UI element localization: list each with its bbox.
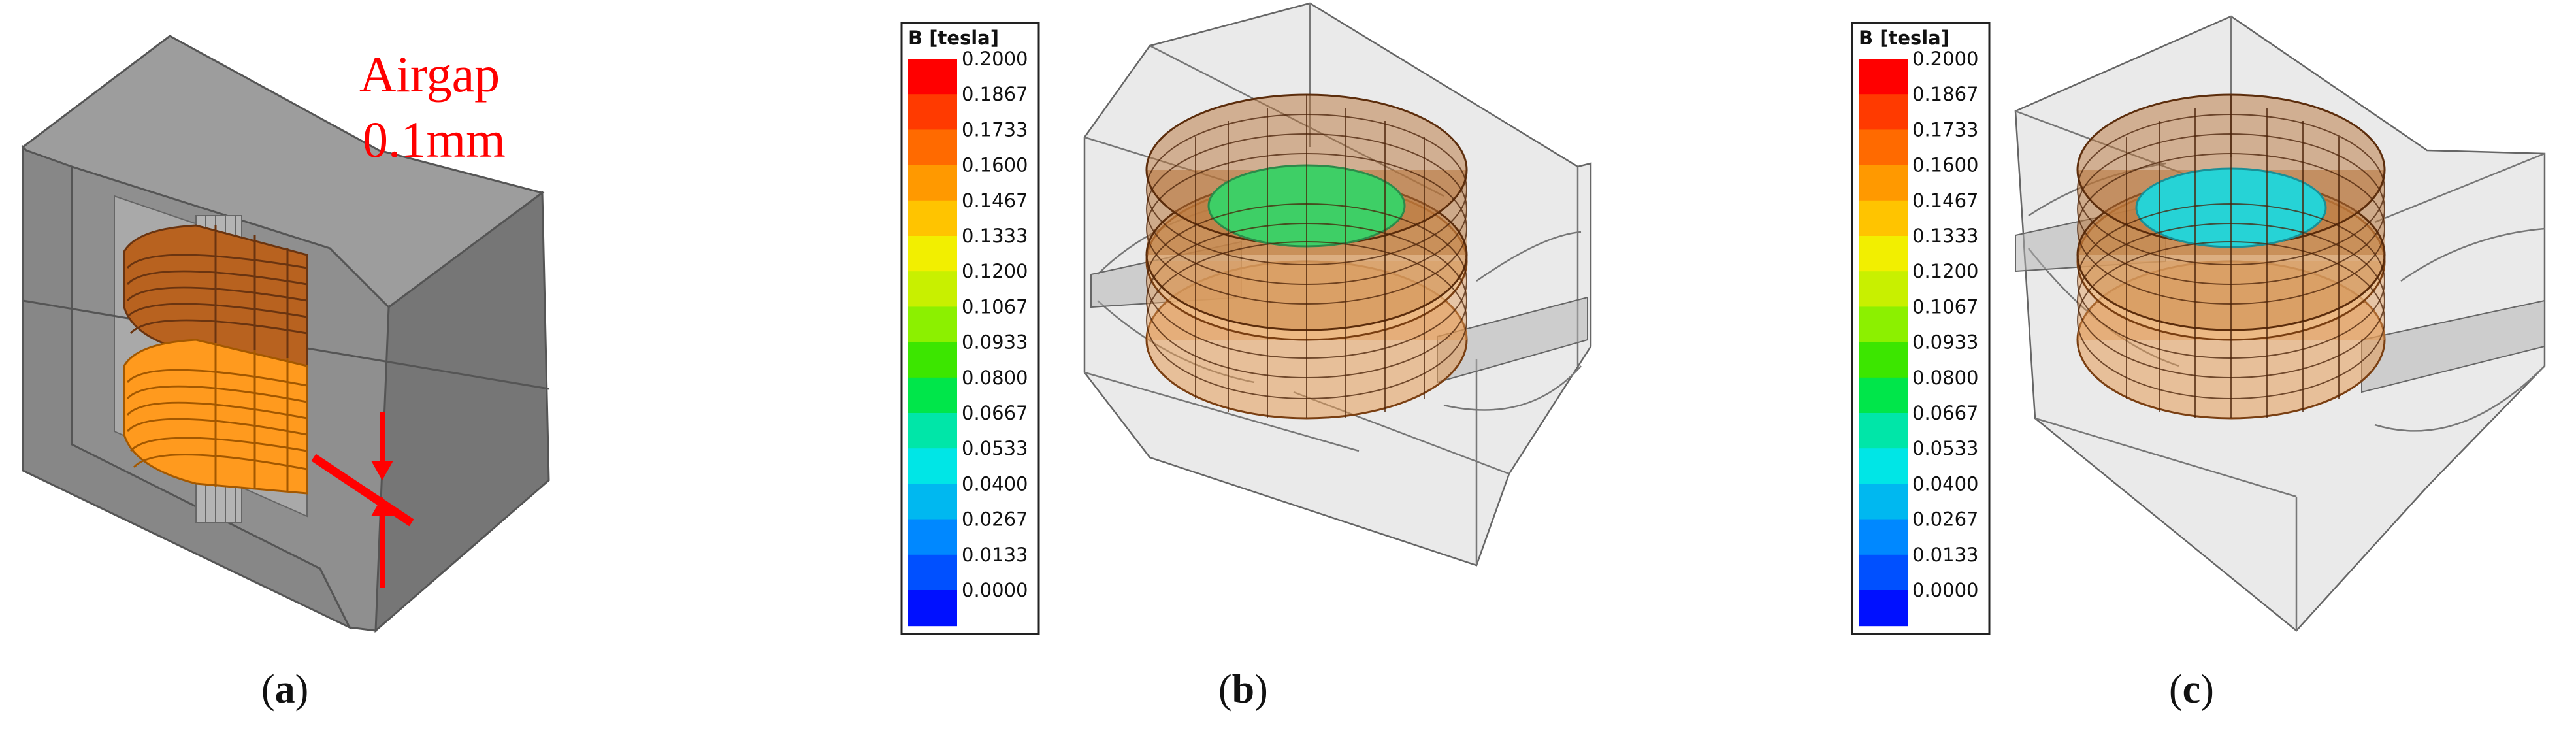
- legend-value: 0.0533: [962, 437, 1028, 459]
- legend-value: 0.0133: [1912, 544, 1978, 566]
- airgap-indicator-bar: [311, 454, 414, 527]
- legend-swatches: [908, 59, 957, 627]
- legend-title: B [tesla]: [908, 27, 999, 49]
- legend-value: 0.1867: [1912, 83, 1978, 105]
- legend-value: 0.1333: [1912, 225, 1978, 247]
- legend-value: 0.1333: [962, 225, 1028, 247]
- legend-value: 0.1867: [962, 83, 1028, 105]
- legend-labels: 0.2000 0.1867 0.1733 0.1600 0.1467 0.1333 0.12…: [962, 48, 1028, 601]
- caption-b: (b): [1218, 667, 1268, 712]
- legend-swatch: [908, 554, 957, 591]
- panel-a: Airgap 0.1mm (a): [0, 0, 653, 712]
- legend-value: 0.1200: [1912, 260, 1978, 282]
- legend-value: 0.0933: [962, 331, 1028, 354]
- legend-value: 0.0000: [962, 579, 1028, 601]
- airgap-label-line2: 0.1mm: [363, 111, 506, 168]
- legend-swatch: [1859, 519, 1908, 555]
- legend-b: B [tesla] 0.2000 0.1867 0.1733 0.1600 0.1467…: [900, 22, 1040, 635]
- legend-value: 0.1200: [962, 260, 1028, 282]
- legend-swatch: [908, 306, 957, 343]
- legend-value: 0.1600: [1912, 154, 1978, 176]
- legend-value: 0.2000: [962, 48, 1028, 70]
- legend-swatch: [1859, 342, 1908, 378]
- legend-swatch: [908, 200, 957, 237]
- legend-value: 0.0400: [1912, 472, 1978, 495]
- legend-swatch: [908, 590, 957, 627]
- panel-c: B [tesla] 0.2000 0.1867 0.1733 0.1600 0.1467…: [1839, 0, 2564, 712]
- legend-swatch: [1859, 306, 1908, 343]
- legend-swatch: [908, 94, 957, 131]
- legend-value: 0.1733: [962, 118, 1028, 141]
- coil-mesh-lines-c: [2077, 95, 2385, 418]
- legend-value: 0.0933: [1912, 331, 1978, 354]
- legend-swatch: [908, 129, 957, 166]
- legend-swatch: [1859, 377, 1908, 414]
- legend-swatch: [908, 236, 957, 273]
- inductor-cutaway-diagram: Airgap 0.1mm: [21, 35, 550, 633]
- legend-value: 0.1067: [962, 295, 1028, 318]
- legend-swatch: [1859, 484, 1908, 520]
- legend-swatch: [908, 484, 957, 520]
- legend-swatch: [1859, 200, 1908, 237]
- field-plot-c: B [tesla] 0.2000 0.1867 0.1733 0.1600 0.1467…: [1851, 15, 2546, 635]
- legend-swatch: [1859, 554, 1908, 591]
- legend-swatch: [1859, 236, 1908, 273]
- legend-value: 0.0800: [962, 367, 1028, 389]
- legend-value: 0.0133: [962, 544, 1028, 566]
- legend-swatch: [1859, 271, 1908, 308]
- legend-value: 0.0400: [962, 472, 1028, 495]
- legend-swatch: [1859, 448, 1908, 485]
- legend-value: 0.0667: [1912, 402, 1978, 424]
- legend-value: 0.1600: [962, 154, 1028, 176]
- legend-value: 0.0667: [962, 402, 1028, 424]
- legend-swatch: [908, 377, 957, 414]
- legend-value: 0.1733: [1912, 118, 1978, 141]
- legend-value: 0.0800: [1912, 367, 1978, 389]
- legend-swatch: [1859, 94, 1908, 131]
- field-plot-b: B [tesla] 0.2000 0.1867 0.1733 0.1600 0.1467…: [900, 2, 1592, 635]
- arrow-down-icon: [371, 461, 393, 480]
- legend-value: 0.0000: [1912, 579, 1978, 601]
- coil-mesh-lines-b: [1146, 95, 1467, 418]
- legend-c: B [tesla] 0.2000 0.1867 0.1733 0.1600 0.1467…: [1851, 22, 1991, 635]
- panel-b: B [tesla] 0.2000 0.1867 0.1733 0.1600 0.1467…: [889, 0, 1666, 712]
- legend-value: 0.0267: [962, 508, 1028, 531]
- arrow-up-icon: [371, 497, 393, 516]
- legend-swatch: [908, 271, 957, 308]
- legend-value: 0.0267: [1912, 508, 1978, 531]
- legend-value: 0.1467: [962, 190, 1028, 212]
- legend-swatch: [1859, 59, 1908, 95]
- legend-swatch: [908, 519, 957, 555]
- legend-swatch: [1859, 165, 1908, 201]
- legend-swatch: [1859, 413, 1908, 450]
- caption-a: (a): [261, 667, 309, 712]
- legend-swatch: [1859, 129, 1908, 166]
- legend-value: 0.1067: [1912, 295, 1978, 318]
- legend-title: B [tesla]: [1859, 27, 1949, 49]
- legend-swatch: [908, 342, 957, 378]
- legend-swatch: [908, 59, 957, 95]
- legend-value: 0.1467: [1912, 190, 1978, 212]
- caption-c: (c): [2169, 667, 2214, 712]
- legend-value: 0.2000: [1912, 48, 1978, 70]
- legend-swatch: [1859, 590, 1908, 627]
- legend-swatch: [908, 165, 957, 201]
- legend-swatches: [1859, 59, 1908, 627]
- airgap-label-line1: Airgap: [359, 46, 500, 103]
- legend-swatch: [908, 448, 957, 485]
- legend-labels: 0.2000 0.1867 0.1733 0.1600 0.1467 0.1333 0.12…: [1912, 48, 1978, 601]
- legend-swatch: [908, 413, 957, 450]
- legend-value: 0.0533: [1912, 437, 1978, 459]
